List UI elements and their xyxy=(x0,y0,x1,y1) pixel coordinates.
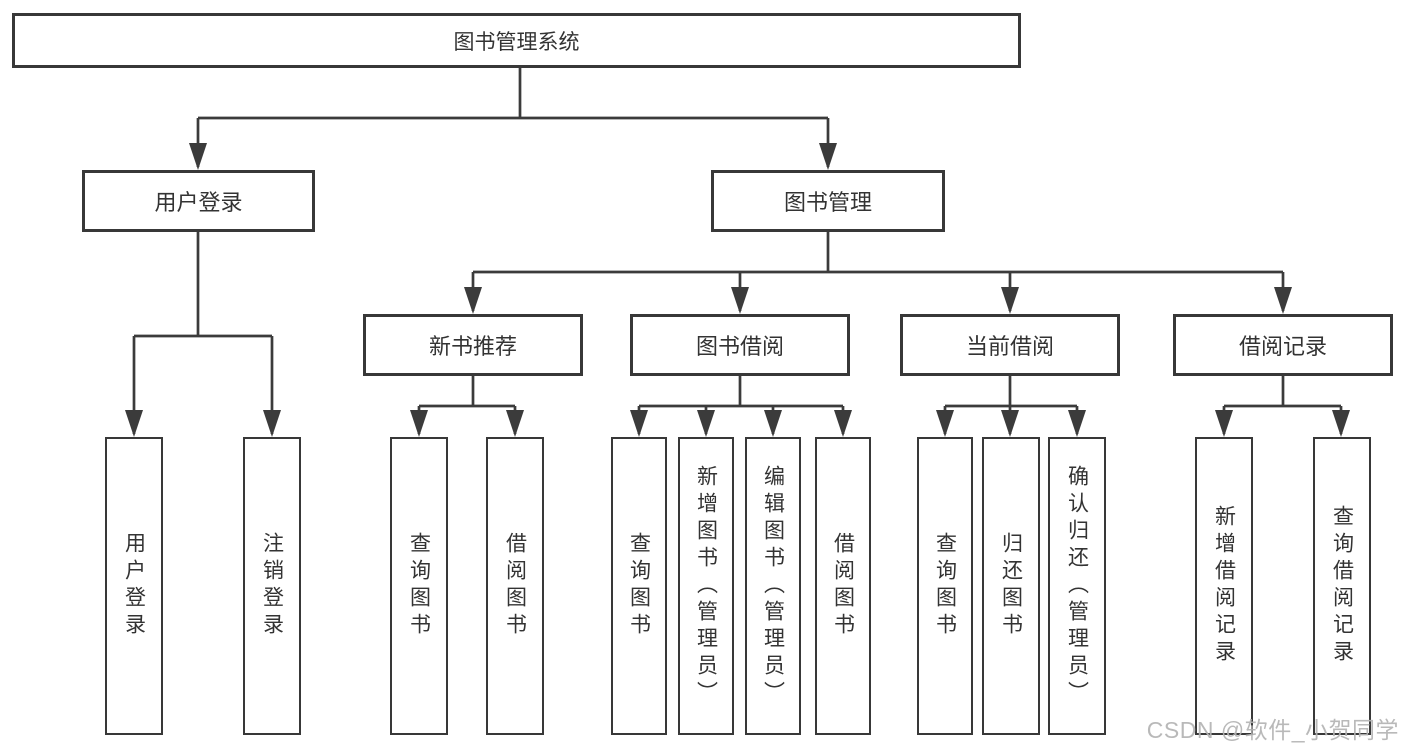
arrowhead-down-icon xyxy=(1215,410,1233,437)
node-label: 当前借阅 xyxy=(965,334,1054,359)
arrowhead-down-icon xyxy=(263,410,281,437)
leaf-add-borrow-record: 新增借阅记录 xyxy=(1195,437,1253,735)
leaf-return-book: 归还图书 xyxy=(982,437,1040,735)
arrowhead-down-icon xyxy=(1001,410,1019,437)
leaf-label: 借阅图书 xyxy=(503,532,527,640)
arrowhead-down-icon xyxy=(1068,410,1086,437)
leaf-borrow-books-recommend: 借阅图书 xyxy=(486,437,544,735)
connector-lines xyxy=(132,68,1343,434)
arrowhead-down-icon xyxy=(125,410,143,437)
leaf-label: 查询图书 xyxy=(933,532,957,640)
arrowhead-down-icon xyxy=(936,410,954,437)
arrowhead-down-icon xyxy=(697,410,715,437)
leaf-label: 新增借阅记录 xyxy=(1212,505,1236,667)
leaf-label: 编辑图书（管理员） xyxy=(761,464,785,708)
node-label: 用户登录 xyxy=(154,190,243,215)
arrowhead-down-icon xyxy=(189,143,207,170)
leaf-logout: 注销登录 xyxy=(243,437,301,735)
arrowheads-group xyxy=(125,143,1350,437)
node-current-borrowing: 当前借阅 xyxy=(900,314,1120,376)
node-user-login: 用户登录 xyxy=(82,170,315,232)
leaf-label: 归还图书 xyxy=(999,532,1023,640)
node-borrowing-records: 借阅记录 xyxy=(1173,314,1393,376)
leaf-label: 查询借阅记录 xyxy=(1330,505,1354,667)
arrowhead-down-icon xyxy=(1001,287,1019,314)
arrowhead-down-icon xyxy=(1274,287,1292,314)
arrowhead-down-icon xyxy=(834,410,852,437)
csdn-watermark: CSDN @软件_小贺同学 xyxy=(1146,717,1399,743)
leaf-confirm-return-admin: 确认归还（管理员） xyxy=(1048,437,1106,735)
node-label: 图书管理 xyxy=(783,190,872,215)
leaf-borrow-books: 借阅图书 xyxy=(815,437,871,735)
leaf-add-book-admin: 新增图书（管理员） xyxy=(678,437,734,735)
node-book-management: 图书管理 xyxy=(711,170,945,232)
leaf-user-login: 用户登录 xyxy=(105,437,163,735)
leaf-label: 查询图书 xyxy=(407,532,431,640)
leaf-query-books-recommend: 查询图书 xyxy=(390,437,448,735)
arrowhead-down-icon xyxy=(1332,410,1350,437)
arrowhead-down-icon xyxy=(819,143,837,170)
node-label: 图书管理系统 xyxy=(453,30,580,54)
node-label: 图书借阅 xyxy=(695,334,784,359)
arrowhead-down-icon xyxy=(630,410,648,437)
leaf-label: 新增图书（管理员） xyxy=(694,464,718,708)
leaf-edit-book-admin: 编辑图书（管理员） xyxy=(745,437,801,735)
arrowhead-down-icon xyxy=(731,287,749,314)
leaf-label: 借阅图书 xyxy=(831,532,855,640)
node-new-book-recommendation: 新书推荐 xyxy=(363,314,583,376)
arrowhead-down-icon xyxy=(506,410,524,437)
leaf-label: 用户登录 xyxy=(122,532,146,640)
leaf-label: 查询图书 xyxy=(627,532,651,640)
leaf-query-books-borrow: 查询图书 xyxy=(611,437,667,735)
leaf-query-borrow-record: 查询借阅记录 xyxy=(1313,437,1371,735)
leaf-label: 注销登录 xyxy=(260,532,284,640)
arrowhead-down-icon xyxy=(764,410,782,437)
node-label: 新书推荐 xyxy=(428,334,517,359)
node-label: 借阅记录 xyxy=(1238,334,1327,359)
arrowhead-down-icon xyxy=(464,287,482,314)
leaf-query-books-current: 查询图书 xyxy=(917,437,973,735)
leaf-label: 确认归还（管理员） xyxy=(1065,464,1089,708)
arrowhead-down-icon xyxy=(410,410,428,437)
node-library-management-system: 图书管理系统 xyxy=(12,13,1021,68)
node-book-borrowing: 图书借阅 xyxy=(630,314,850,376)
